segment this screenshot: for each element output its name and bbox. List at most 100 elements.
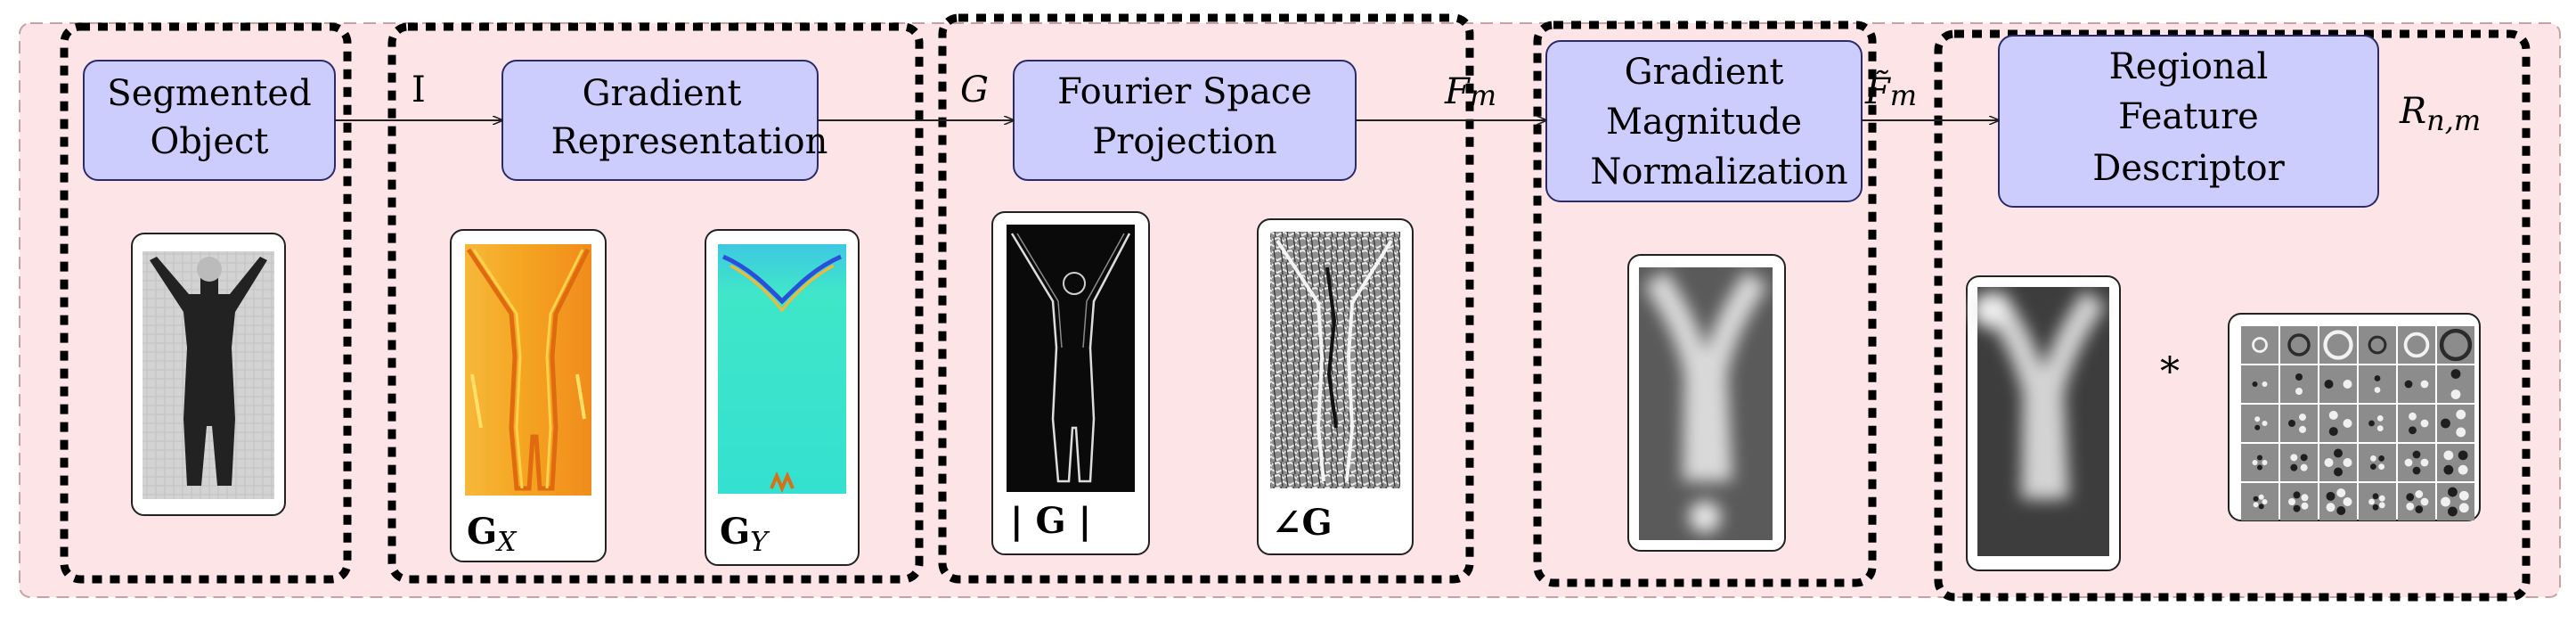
filter-kernel-pattern [2448,506,2458,517]
filter-kernel-pattern [2336,488,2346,498]
filter-kernel-pattern [2326,491,2336,501]
filter-kernel-pattern [2328,427,2338,437]
filter-kernel-pattern [2370,455,2376,462]
caption-gradient-y-main: G [720,511,750,553]
filter-kernel-pattern [2370,463,2376,470]
stage-box-gradient: Gradient Representation [501,60,828,181]
output-label: Rn,m [2399,91,2481,137]
filter-kernel-cell [2280,483,2318,520]
filter-kernel-pattern [2257,464,2262,471]
filter-kernel-pattern [2295,388,2303,395]
stage-label-line: Normalization [1590,152,1847,193]
filter-kernel-pattern [2290,454,2298,462]
caption-gradient-magnitude: | G | [1010,500,1091,542]
filter-kernel-cell [2241,444,2278,481]
filter-kernel-pattern [2441,418,2450,429]
filter-kernel-pattern [2326,503,2336,512]
filter-kernel-pattern [2254,416,2261,422]
filter-kernel-pattern [2450,369,2461,379]
filter-kernel-pattern [2300,454,2308,462]
filter-kernel-pattern [2409,412,2417,421]
stage-label-line: Projection [1092,121,1276,162]
filter-kernel-pattern [2404,458,2413,467]
filter-kernel-pattern [2288,420,2295,427]
filter-kernel-pattern [2412,450,2421,459]
caption-gradient-y-sub: Y [750,527,770,558]
filter-kernel-cell [2398,365,2435,403]
filter-kernel-pattern [2412,466,2421,475]
stage-box-fourier: Fourier Space Projection [1013,60,1357,181]
filter-kernel-pattern [2258,504,2264,510]
filter-kernel-pattern [2406,502,2415,511]
image-filter-bank [2228,313,2481,521]
filter-kernel-pattern [2343,380,2352,389]
filter-kernel-pattern [2458,464,2468,475]
filter-kernel-pattern [2415,490,2424,498]
stage-group-regional [1934,29,2531,602]
stage-group-segmented [60,22,352,584]
filter-kernel-pattern [2252,381,2258,387]
filter-kernel-pattern [2420,419,2429,428]
filter-kernel-pattern [2376,414,2384,422]
filter-kernel-pattern [2456,409,2466,420]
output-label-main: R [2399,91,2426,132]
arrow-label-fourier-main: F [1444,71,1471,112]
caption-gradient-x-sub: X [495,527,518,558]
filter-kernel-pattern [2295,373,2303,381]
filter-kernel-pattern [2441,496,2450,507]
arrow-label-normalized-sub: m [1890,78,1917,112]
filter-kernel-pattern [2262,381,2268,387]
filter-kernel-pattern [2458,450,2468,461]
filter-kernel-pattern [2343,497,2352,506]
filter-kernel-pattern [2299,414,2306,422]
filter-kernel-pattern [2458,503,2469,513]
arrow-label-image: I [412,70,426,111]
filter-kernel-pattern [2293,491,2301,499]
stage-group-normalization [1533,20,1877,587]
filter-kernel-pattern [2343,419,2352,428]
stage-label-line: Feature [2118,96,2259,137]
filter-kernel-pattern [2406,493,2415,502]
filter-kernel-pattern [2336,505,2346,515]
stage-group-fourier [938,13,1474,584]
filter-kernel-pattern [2372,493,2379,500]
filter-kernel-pattern [2409,426,2417,435]
caption-gradient-x: GX [467,511,518,558]
filter-kernel-cell [2280,326,2318,364]
filter-kernel-pattern [2323,330,2353,360]
filter-kernel-cell [2280,444,2318,481]
filter-kernel-pattern [2443,464,2454,475]
filter-kernel-pattern [2448,487,2458,497]
filter-kernel-pattern [2420,458,2429,467]
filter-kernel-pattern [2334,467,2343,477]
filter-kernel-pattern [2404,380,2413,389]
filter-kernel-pattern [2420,380,2429,389]
stage-box-normalization: Gradient Magnitude Normalization [1545,40,1863,202]
filter-kernel-pattern [2252,460,2258,465]
filter-kernel-pattern [2376,425,2384,432]
filter-kernel-cell [2359,444,2396,481]
filter-kernel-pattern [2300,463,2308,471]
stage-label-line: Magnitude [1606,102,1802,143]
filter-kernel-cell [2241,483,2278,520]
filter-kernel-cell [2359,405,2396,442]
arrow-label-normalized: F̃m [1864,70,1917,112]
filter-kernel-pattern [2374,387,2381,393]
filter-kernel-pattern [2262,499,2268,504]
arrow-label-fourier-sub: m [1470,78,1496,112]
filter-kernel-cell [2359,365,2396,403]
caption-gradient-x-main: G [467,511,497,553]
filter-kernel-pattern [2252,337,2268,353]
image-gradient-x: GX [450,229,607,562]
image-gradient-y: GY [705,229,860,566]
filter-kernel-pattern [2456,427,2466,438]
image-normalized-magnitude [1627,254,1786,552]
image-gradient-magnitude: | G | [991,211,1150,555]
filter-kernel-cell [2437,444,2474,481]
stage-label-line: Gradient [583,73,742,114]
stage-box-segmented: Segmented Object [83,60,336,181]
stage-label-line: Fourier Space [1057,71,1312,112]
filter-kernel-cell [2359,326,2396,364]
stage-label-line: Representation [551,121,828,162]
